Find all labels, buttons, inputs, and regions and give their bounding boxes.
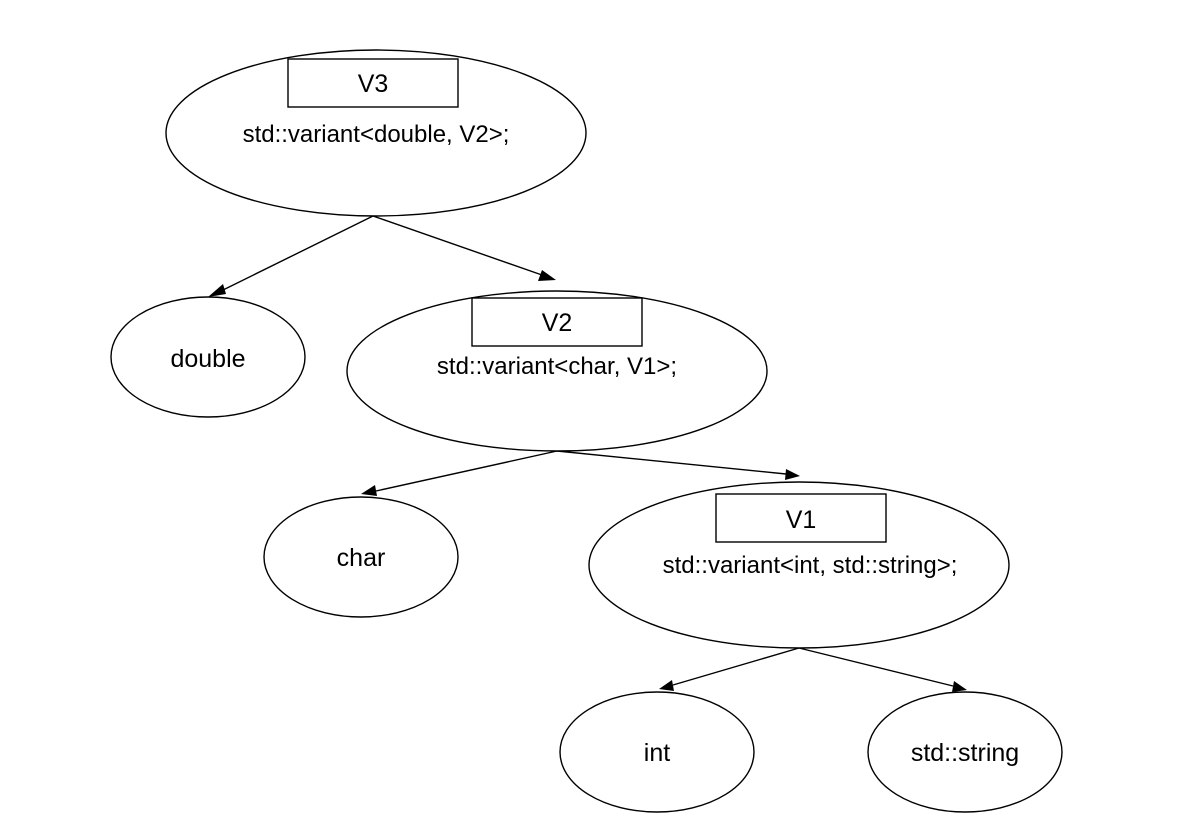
edge-v1-to-int — [659, 647, 800, 691]
node-v1: V1 std::variant<int, std::string>; — [588, 481, 1010, 649]
edges — [208, 215, 967, 692]
node-char-label: char — [337, 544, 386, 572]
node-v2-ellipse — [346, 290, 768, 452]
node-string-ellipse — [867, 691, 1063, 813]
node-v2-name-box — [471, 297, 643, 347]
node-v3-name: V3 — [358, 70, 389, 98]
node-char: char — [263, 496, 459, 618]
node-int: int — [559, 691, 755, 813]
edge-v1-to-string — [798, 647, 967, 692]
node-double-label: double — [170, 345, 245, 373]
node-v1-type: std::variant<int, std::string>; — [663, 552, 958, 579]
node-v1-ellipse — [588, 481, 1010, 649]
node-int-label: int — [644, 739, 670, 767]
edge-v2-to-char — [361, 450, 558, 496]
node-v2-name: V2 — [542, 309, 573, 337]
node-v3-type: std::variant<double, V2>; — [243, 121, 510, 148]
node-v3-name-box — [287, 58, 459, 108]
node-string-label: std::string — [911, 739, 1019, 767]
node-v2: V2 std::variant<char, V1>; — [346, 290, 768, 452]
edge-v3-to-v2 — [372, 215, 556, 281]
edge-v2-to-v1 — [556, 450, 800, 480]
node-v1-name-box — [715, 493, 887, 543]
node-v2-type: std::variant<char, V1>; — [437, 353, 677, 380]
node-v3: V3 std::variant<double, V2>; — [165, 49, 587, 217]
node-char-ellipse — [263, 496, 459, 618]
node-v3-ellipse — [165, 49, 587, 217]
node-string: std::string — [867, 691, 1063, 813]
node-double: double — [110, 296, 306, 418]
node-int-ellipse — [559, 691, 755, 813]
node-double-ellipse — [110, 296, 306, 418]
node-v1-name: V1 — [786, 506, 817, 534]
edge-v3-to-double — [208, 215, 374, 297]
